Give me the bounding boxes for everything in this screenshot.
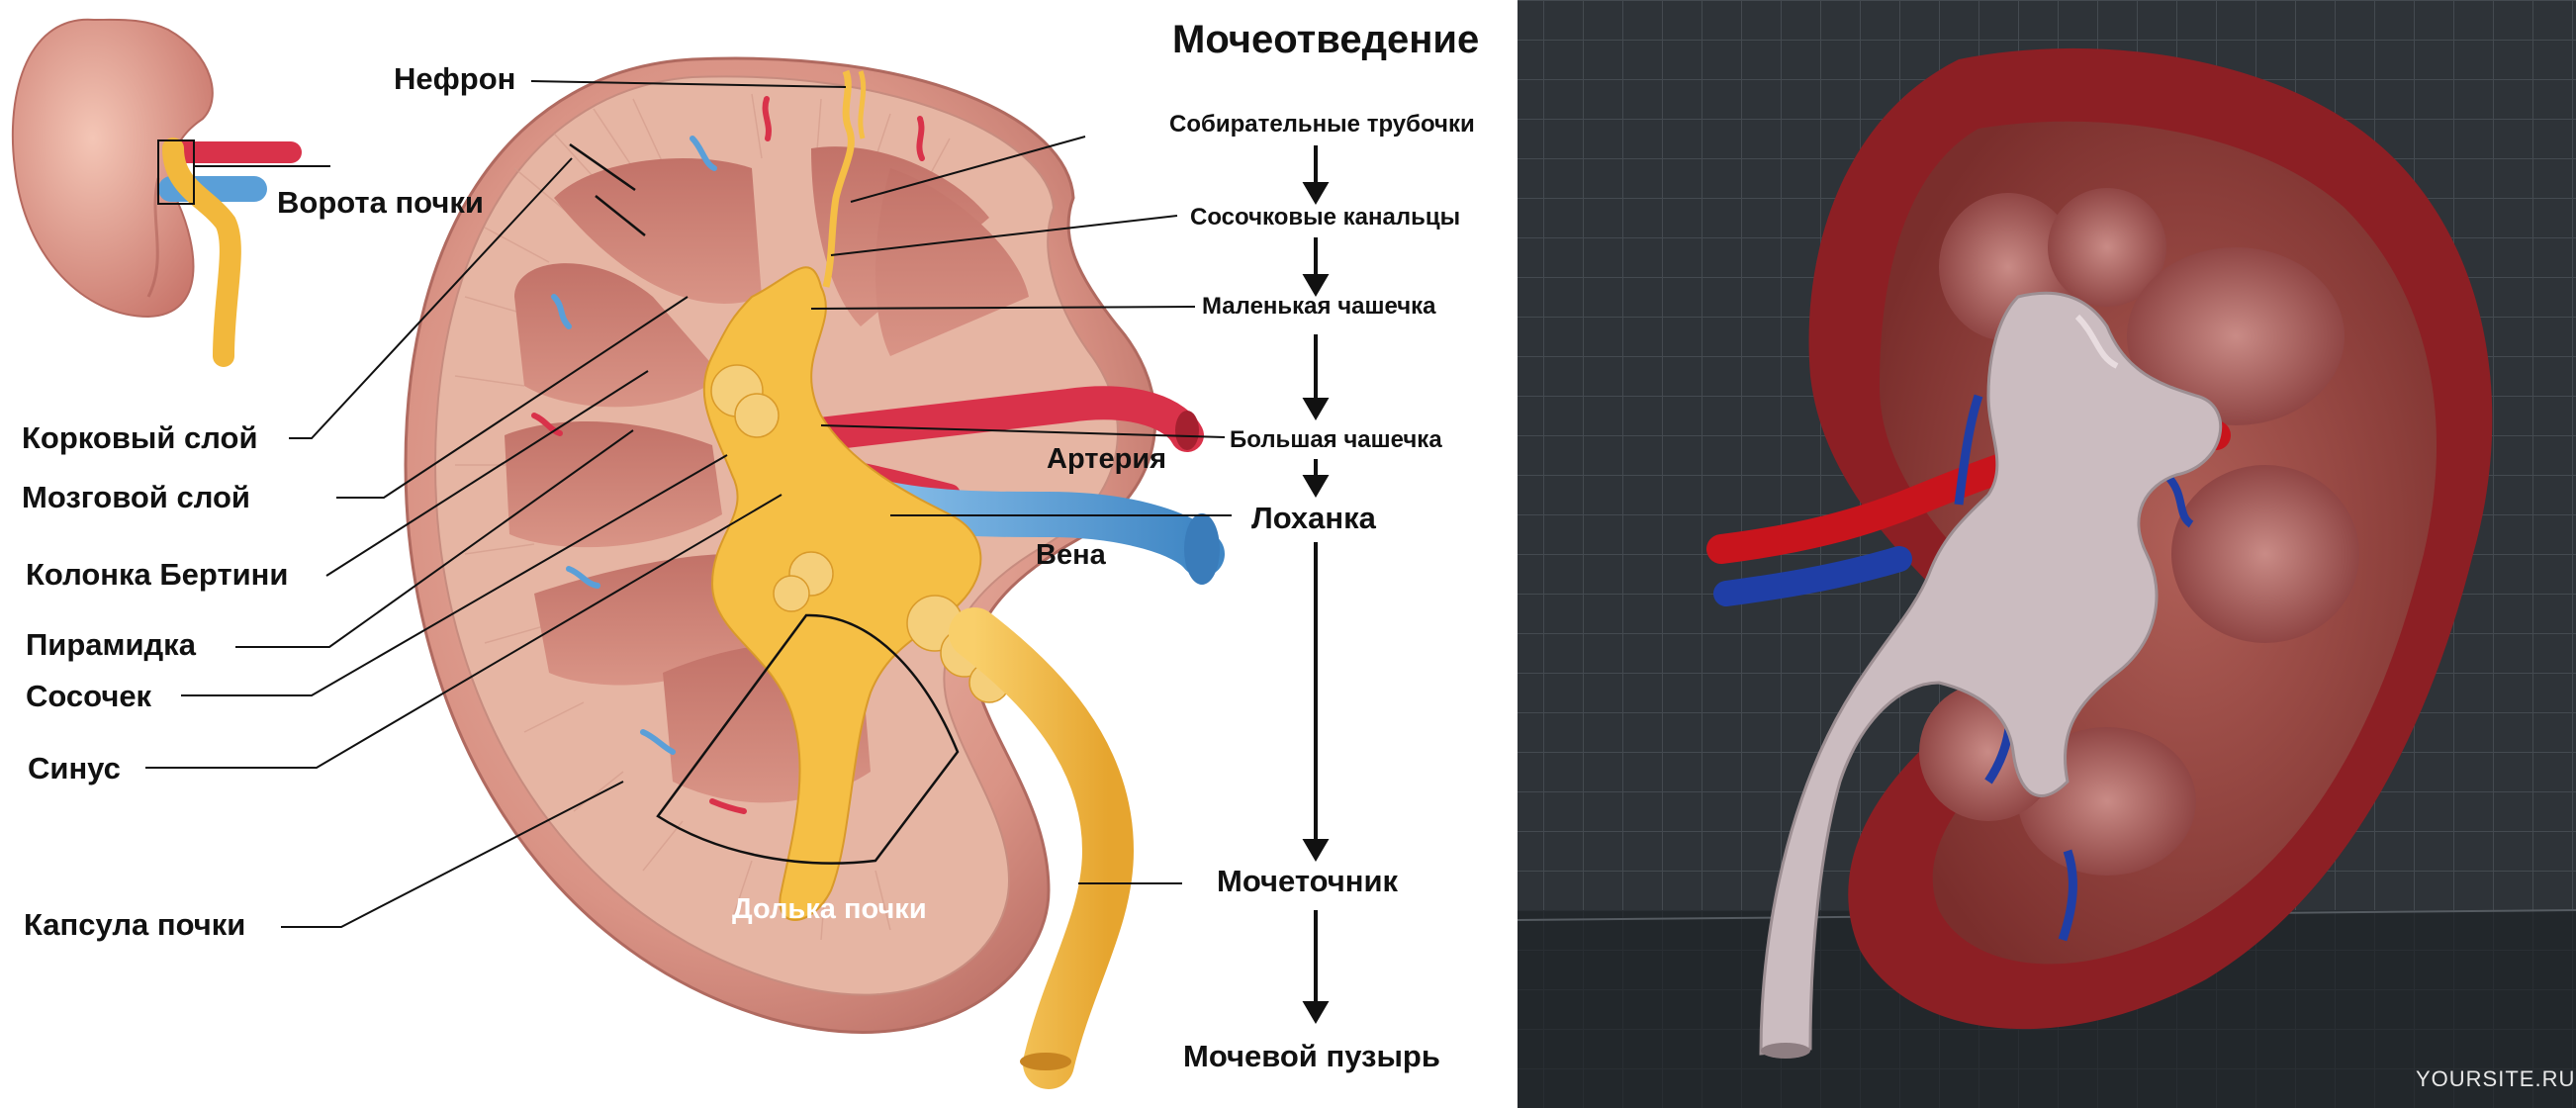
flow-step-minor-calyx: Маленькая чашечка (1202, 293, 1436, 321)
flow-step-collecting-ducts: Собирательные трубочки (1169, 111, 1475, 138)
diagram-title: Мочеотведение (1172, 18, 1479, 62)
label-capsule: Капсула почки (24, 907, 245, 943)
label-sinus: Синус (28, 751, 121, 786)
watermark: YOURSITE.RU (2416, 1066, 2575, 1092)
flow-step-pelvis: Лоханка (1251, 501, 1376, 536)
flow-step-bladder: Мочевой пузырь (1183, 1039, 1440, 1074)
label-cortex: Корковый слой (22, 420, 258, 456)
label-lobe: Долька почки (732, 893, 927, 926)
label-artery: Артерия (1047, 443, 1166, 476)
label-medulla: Мозговой слой (22, 480, 250, 515)
label-vein: Вена (1036, 539, 1106, 572)
flow-step-ureter: Мочеточник (1217, 864, 1398, 899)
label-column: Колонка Бертини (26, 557, 288, 593)
flow-step-major-calyx: Большая чашечка (1230, 426, 1442, 454)
flow-step-papillary-ducts: Сосочковые канальцы (1190, 204, 1460, 231)
label-hilum: Ворота почки (277, 185, 484, 221)
label-papilla: Сосочек (26, 679, 151, 714)
label-nephron: Нефрон (394, 61, 515, 97)
kidney-3d-model-image (1518, 0, 2576, 1108)
label-pyramid: Пирамидка (26, 627, 196, 663)
